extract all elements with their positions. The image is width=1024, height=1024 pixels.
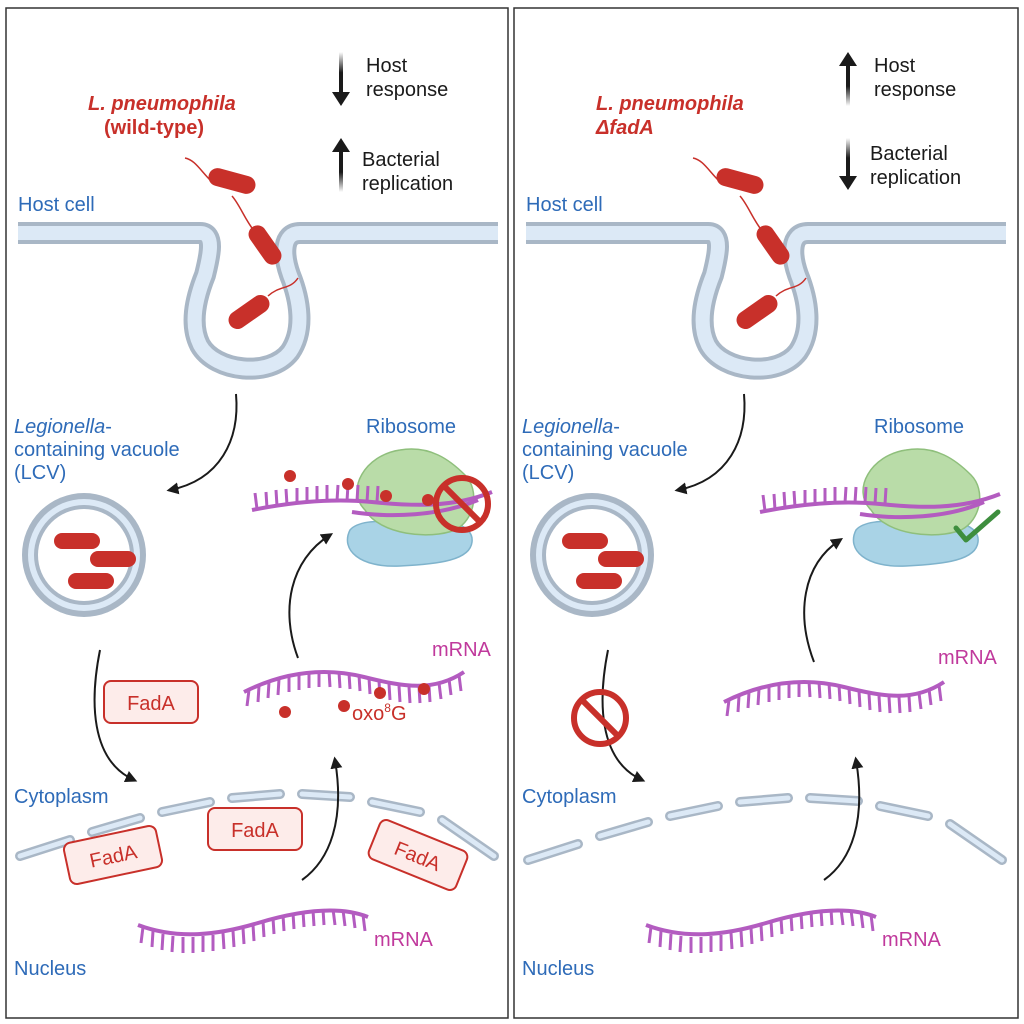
left-nucleus-label: Nucleus: [14, 958, 86, 980]
right-ribosome-mrna-bound: [859, 500, 985, 520]
right-cytoplasm-label: Cytoplasm: [522, 786, 616, 808]
right-cytoplasmic-mrna-label: mRNA: [938, 647, 998, 669]
right-nuclear-mrna: [645, 908, 877, 953]
left-cytoplasm-label: Cytoplasm: [14, 786, 108, 808]
left-replication-label-1: Bacterial: [362, 149, 440, 171]
right-host-response-label-1: Host: [874, 55, 916, 77]
left-fada-box-secreted: FadA: [103, 680, 199, 724]
left-replication-label-2: replication: [362, 173, 453, 195]
right-ribosome-label: Ribosome: [874, 416, 964, 438]
left-lcv-label-3: (LCV): [14, 462, 66, 484]
right-organism-label: L. pneumophila: [596, 93, 744, 115]
right-panel-border: [513, 7, 1019, 1019]
left-vacuole: [22, 493, 146, 617]
left-oxo8g-dots: [279, 683, 430, 718]
left-export-arrow: [301, 756, 343, 881]
right-replication-label-2: replication: [870, 167, 961, 189]
right-host-response-label-2: response: [874, 79, 956, 101]
right-nucleus-label: Nucleus: [522, 958, 594, 980]
left-lcv-label-2: containing vacuole: [14, 439, 180, 461]
right-vacuole: [530, 493, 654, 617]
left-lcv-label-1: Legionella-: [14, 416, 112, 438]
left-fada-box-1: FadA: [62, 824, 164, 886]
left-organism-label: L. pneumophila: [88, 93, 236, 115]
left-fada-label-1: FadA: [127, 693, 175, 715]
left-host-cell-label: Host cell: [18, 194, 95, 216]
right-panel: L. pneumophila ΔfadA Host response Bacte…: [522, 52, 1006, 980]
right-replication-label-1: Bacterial: [870, 143, 948, 165]
left-bacterium-2: [231, 195, 282, 265]
left-secretion-arrow: [93, 649, 138, 782]
right-replication-down-arrow-icon: [839, 138, 857, 190]
right-export-arrow: [823, 756, 864, 881]
right-host-cell-label: Host cell: [526, 194, 603, 216]
right-translation-check-icon: [953, 509, 1001, 543]
right-lcv-label-2: containing vacuole: [522, 439, 688, 461]
right-bacterium-2: [739, 195, 790, 265]
left-oxo8g-label: oxo8G: [352, 701, 407, 725]
right-host-response-up-arrow-icon: [839, 52, 857, 106]
left-ribosome-oxo8g-dots: [284, 470, 434, 506]
left-host-response-label-1: Host: [366, 55, 408, 77]
right-cytoplasmic-mrna: [722, 679, 946, 718]
right-strain-label: ΔfadA: [595, 117, 654, 139]
left-fada-box-2: FadA: [207, 807, 303, 851]
right-nuclear-mrna-label: mRNA: [882, 929, 942, 951]
left-bacterium-1: [184, 157, 256, 194]
right-lcv-label-1: Legionella-: [522, 416, 620, 438]
left-cytoplasmic-mrna: [242, 669, 466, 708]
left-strain-label: (wild-type): [104, 117, 204, 139]
left-fada-box-3: FadA: [367, 819, 469, 891]
right-secretion-blocked-icon: [574, 692, 626, 744]
left-cytoplasmic-mrna-label: mRNA: [432, 639, 492, 661]
left-bacterium-3: [228, 277, 299, 330]
left-nuclear-mrna: [137, 908, 369, 953]
left-host-response-label-2: response: [366, 79, 448, 101]
svg-text:FadA: FadA: [231, 820, 279, 842]
right-lcv-label-3: (LCV): [522, 462, 574, 484]
left-ribosome-label: Ribosome: [366, 416, 456, 438]
right-bacterium-1: [692, 157, 764, 194]
left-replication-up-arrow-icon: [332, 138, 350, 192]
left-panel-border: [5, 7, 509, 1019]
left-host-response-down-arrow-icon: [332, 52, 350, 106]
right-translation-arrow: [803, 538, 844, 663]
right-endocytosis-arrow: [674, 393, 746, 495]
right-bacterium-3: [736, 277, 807, 330]
left-nuclear-mrna-label: mRNA: [374, 929, 434, 951]
left-translation-arrow: [288, 533, 334, 659]
left-endocytosis-arrow: [166, 393, 238, 495]
right-secretion-arrow: [601, 649, 646, 782]
left-panel: L. pneumophila (wild-type) Host response…: [14, 52, 498, 980]
